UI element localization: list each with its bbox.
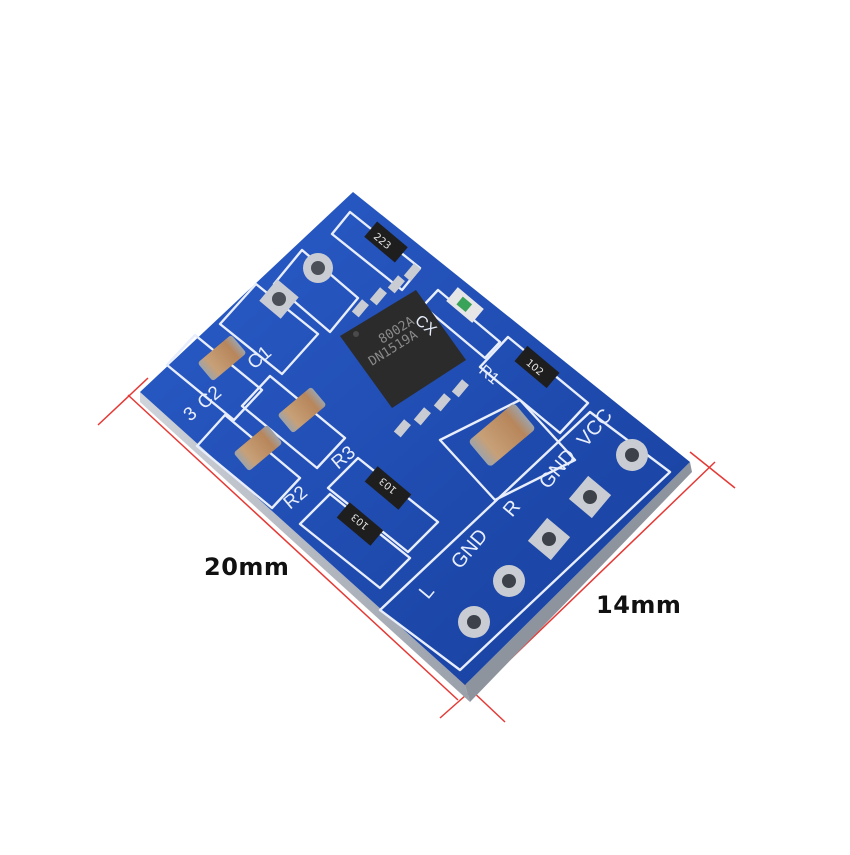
capacitor-c1 [278,387,326,433]
resistor-r2: 103 [336,502,384,546]
pad-gnd-right [568,475,612,519]
length-dimension-label: 20mm [204,553,290,581]
pad-r [527,517,571,561]
ic-pins [351,263,469,438]
resistor-r3: 103 [364,466,412,510]
width-tick-right [689,451,736,489]
capacitor-cx [469,404,535,466]
capacitor-c2 [198,335,246,381]
capacitor-c3 [234,425,282,471]
pcb-edge-right [465,462,692,702]
pad-gnd-left [493,565,525,597]
pad-top-square [259,279,299,319]
pad-l [458,606,490,638]
resistor-223: 223 [364,221,408,263]
length-tick-top [97,377,149,426]
width-dimension-label: 14mm [596,591,682,619]
led [446,287,484,323]
ic-pin1-dot [353,331,359,337]
ic-chip: 8002A DN1519A [340,263,469,438]
resistor-102: 102 [514,345,560,389]
ic-body [340,290,466,408]
pad-top-round [303,253,333,283]
header-pads [259,253,648,638]
length-dimension-line [127,394,459,701]
pad-vcc [616,439,648,471]
pcb-edge [140,392,470,702]
